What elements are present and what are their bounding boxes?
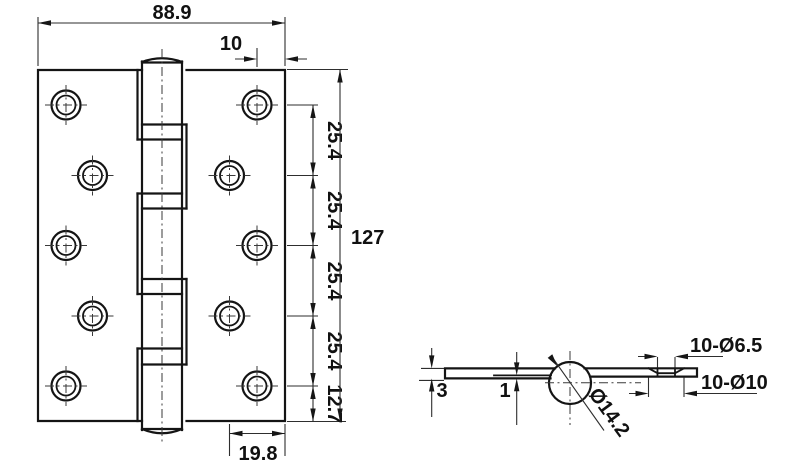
screw-hole-3 bbox=[45, 225, 87, 266]
front-view: 88.9 10 25.4 25.4 25.4 25.4 12.7 127 bbox=[36, 2, 384, 465]
dim-total-width: 88.9 bbox=[37, 2, 286, 66]
side-knuckle bbox=[545, 351, 641, 425]
dim-label-holes-countersunk: 10-Ø10 bbox=[701, 372, 768, 394]
dim-label-inner-hole-offset: 19.8 bbox=[239, 443, 278, 465]
knuckle-joint-lines bbox=[136, 123, 188, 366]
hinge-barrel bbox=[136, 49, 188, 444]
dim-label-pitch-1: 25.4 bbox=[323, 121, 345, 161]
screw-hole-6 bbox=[236, 85, 278, 125]
side-leaf-left bbox=[443, 367, 557, 380]
dim-leaf-gap: 1 bbox=[499, 352, 520, 425]
dim-leaf-thickness: 3 bbox=[419, 348, 448, 417]
dim-label-leaf-thickness: 3 bbox=[436, 380, 447, 402]
screw-hole-1 bbox=[45, 85, 87, 125]
screw-hole-4 bbox=[71, 296, 114, 336]
screw-holes bbox=[45, 85, 278, 406]
dim-hole-pitch-chain: 25.4 25.4 25.4 25.4 12.7 bbox=[287, 68, 348, 423]
dim-label-bottom-offset: 12.7 bbox=[323, 384, 345, 423]
screw-hole-2 bbox=[71, 155, 114, 196]
dim-label-leaf-gap: 1 bbox=[499, 380, 510, 402]
dim-label-pitch-4: 25.4 bbox=[323, 332, 345, 372]
hinge-leaf-right bbox=[185, 68, 287, 423]
screw-hole-5 bbox=[45, 366, 87, 406]
screw-hole-10 bbox=[236, 366, 278, 406]
screw-hole-9 bbox=[208, 296, 251, 336]
dim-label-total-height: 127 bbox=[351, 227, 384, 249]
dim-label-edge-offset: 10 bbox=[220, 33, 242, 55]
dim-label-total-width: 88.9 bbox=[153, 2, 192, 24]
dim-label-holes-small: 10-Ø6.5 bbox=[690, 335, 762, 357]
hinge-leaf-left bbox=[36, 68, 144, 423]
countersink-section bbox=[647, 367, 686, 378]
side-leaf-right bbox=[583, 367, 699, 378]
dim-total-height: 127 bbox=[337, 69, 384, 422]
dim-label-pitch-2: 25.4 bbox=[323, 191, 345, 231]
side-view: 3 1 Ø14.2 10-Ø6.5 10-Ø10 bbox=[419, 335, 768, 441]
dim-holes-countersunk: 10-Ø10 bbox=[629, 372, 768, 397]
screw-hole-7 bbox=[208, 155, 251, 196]
dim-label-pitch-3: 25.4 bbox=[323, 262, 345, 302]
dim-edge-offset: 10 bbox=[220, 33, 307, 67]
screw-hole-8 bbox=[236, 225, 278, 266]
dim-holes-small: 10-Ø6.5 bbox=[638, 335, 762, 368]
dim-inner-hole-offset: 19.8 bbox=[228, 424, 286, 465]
